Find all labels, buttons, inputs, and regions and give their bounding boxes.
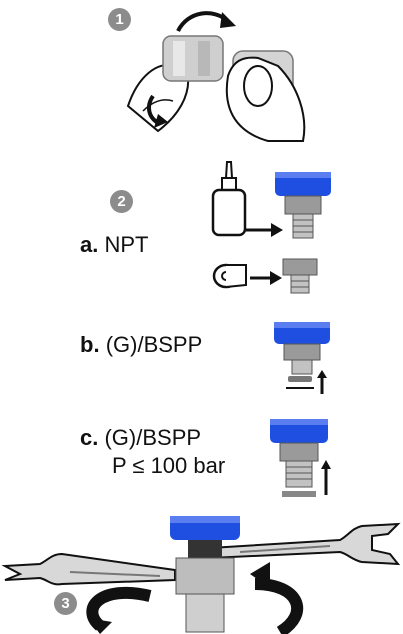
fitting-blue-cap-c (270, 419, 331, 497)
arrow-right-icon (245, 223, 283, 237)
option-c-pressure: P ≤ 100 bar (112, 453, 226, 478)
step-2-badge: 2 (110, 190, 133, 213)
option-a-letter: a. (80, 232, 99, 257)
option-b-label: b. (G)/BSPP (80, 332, 202, 358)
wrenches-tighten-illustration (1, 516, 401, 634)
option-b-text: (G)/BSPP (105, 332, 203, 357)
step-3-badge: 3 (54, 592, 77, 615)
option-c-text: (G)/BSPP (104, 425, 202, 450)
step-1-badge: 1 (108, 8, 131, 31)
option-c-letter: c. (80, 425, 99, 450)
option-a-label: a. NPT (80, 232, 148, 258)
option-a-text: NPT (104, 232, 149, 257)
option-c-label: c. (G)/BSPP (80, 425, 201, 451)
option-b-letter: b. (80, 332, 100, 357)
hands-unscrew-illustration (126, 11, 306, 142)
fitting-plain-a (282, 258, 318, 294)
sealant-bottle-icon (211, 161, 247, 237)
ptfe-tape-icon (212, 263, 247, 289)
arrow-right-icon (250, 271, 282, 285)
fitting-blue-cap-a (275, 172, 331, 239)
fitting-blue-cap-b (274, 322, 330, 394)
